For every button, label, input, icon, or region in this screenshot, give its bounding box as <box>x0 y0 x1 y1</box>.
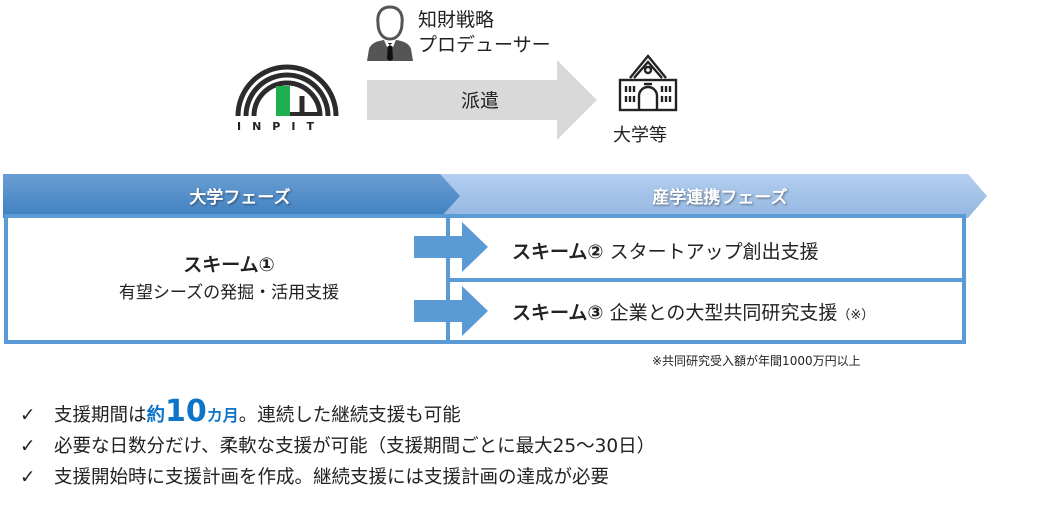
industry-phase-banner <box>430 174 987 218</box>
checklist-item: ✓ 支援期間は約10カ月。連続した継続支援も可能 <box>20 397 655 431</box>
scheme2-arrow-icon <box>414 222 488 272</box>
scheme1-title: スキーム① <box>183 254 275 276</box>
checklist-text: 支援開始時に支援計画を作成。継続支援には支援計画の達成が必要 <box>54 467 610 488</box>
highlight-unit: カ月 <box>206 406 239 425</box>
scheme3-label: スキーム③ 企業との大型共同研究支援（※） <box>512 298 874 325</box>
person-label: 知財戦略 プロデューサー <box>418 8 551 58</box>
scheme2-title: スキーム② <box>512 241 604 263</box>
scheme3-box <box>446 278 966 344</box>
checklist-text: 必要な日数分だけ、柔軟な支援が可能（支援期間ごとに最大25～30日） <box>54 436 656 457</box>
checklist: ✓ 支援期間は約10カ月。連続した継続支援も可能 ✓ 必要な日数分だけ、柔軟な支援が… <box>20 397 655 493</box>
footnote: ※共同研究受入額が年間1000万円以上 <box>652 354 861 368</box>
person-in-suit-icon <box>367 5 413 61</box>
destination-label: 大学等 <box>613 125 667 146</box>
person-label-line1: 知財戦略 <box>418 9 495 31</box>
university-phase-label: 大学フェーズ <box>189 188 291 208</box>
scheme3-arrow-icon <box>414 286 488 336</box>
highlight-number: 10 <box>165 394 207 429</box>
dispatch-arrow <box>367 60 597 140</box>
inpit-logo-icon <box>235 64 339 117</box>
logo-text: INPIT <box>237 120 325 133</box>
checklist-item: ✓ 必要な日数分だけ、柔軟な支援が可能（支援期間ごとに最大25～30日） <box>20 431 655 462</box>
checklist-text: 支援期間は <box>54 405 147 426</box>
highlight-approx: 約 <box>146 405 166 426</box>
scheme2-label: スキーム② スタートアップ創出支援 <box>512 237 819 264</box>
check-icon: ✓ <box>20 405 36 426</box>
scheme2-description: スタートアップ創出支援 <box>609 241 819 263</box>
scheme3-title: スキーム③ <box>512 302 604 324</box>
university-building-icon <box>618 54 678 112</box>
university-phase-banner <box>3 174 460 218</box>
scheme2-box <box>446 214 966 282</box>
check-icon: ✓ <box>20 436 36 457</box>
checklist-item: ✓ 支援開始時に支援計画を作成。継続支援には支援計画の達成が必要 <box>20 462 655 493</box>
checklist-text-post: 。連続した継続支援も可能 <box>238 405 461 426</box>
check-icon: ✓ <box>20 467 36 488</box>
scheme3-note-mark: （※） <box>837 308 875 323</box>
person-label-line2: プロデューサー <box>418 34 551 56</box>
industry-phase-label: 産学連携フェーズ <box>652 188 788 208</box>
dispatch-label: 派遣 <box>460 90 499 112</box>
scheme1-box <box>4 214 454 344</box>
scheme1-description: 有望シーズの発掘・活用支援 <box>118 283 340 303</box>
phase-banners <box>3 174 987 218</box>
scheme3-description: 企業との大型共同研究支援 <box>609 302 838 324</box>
